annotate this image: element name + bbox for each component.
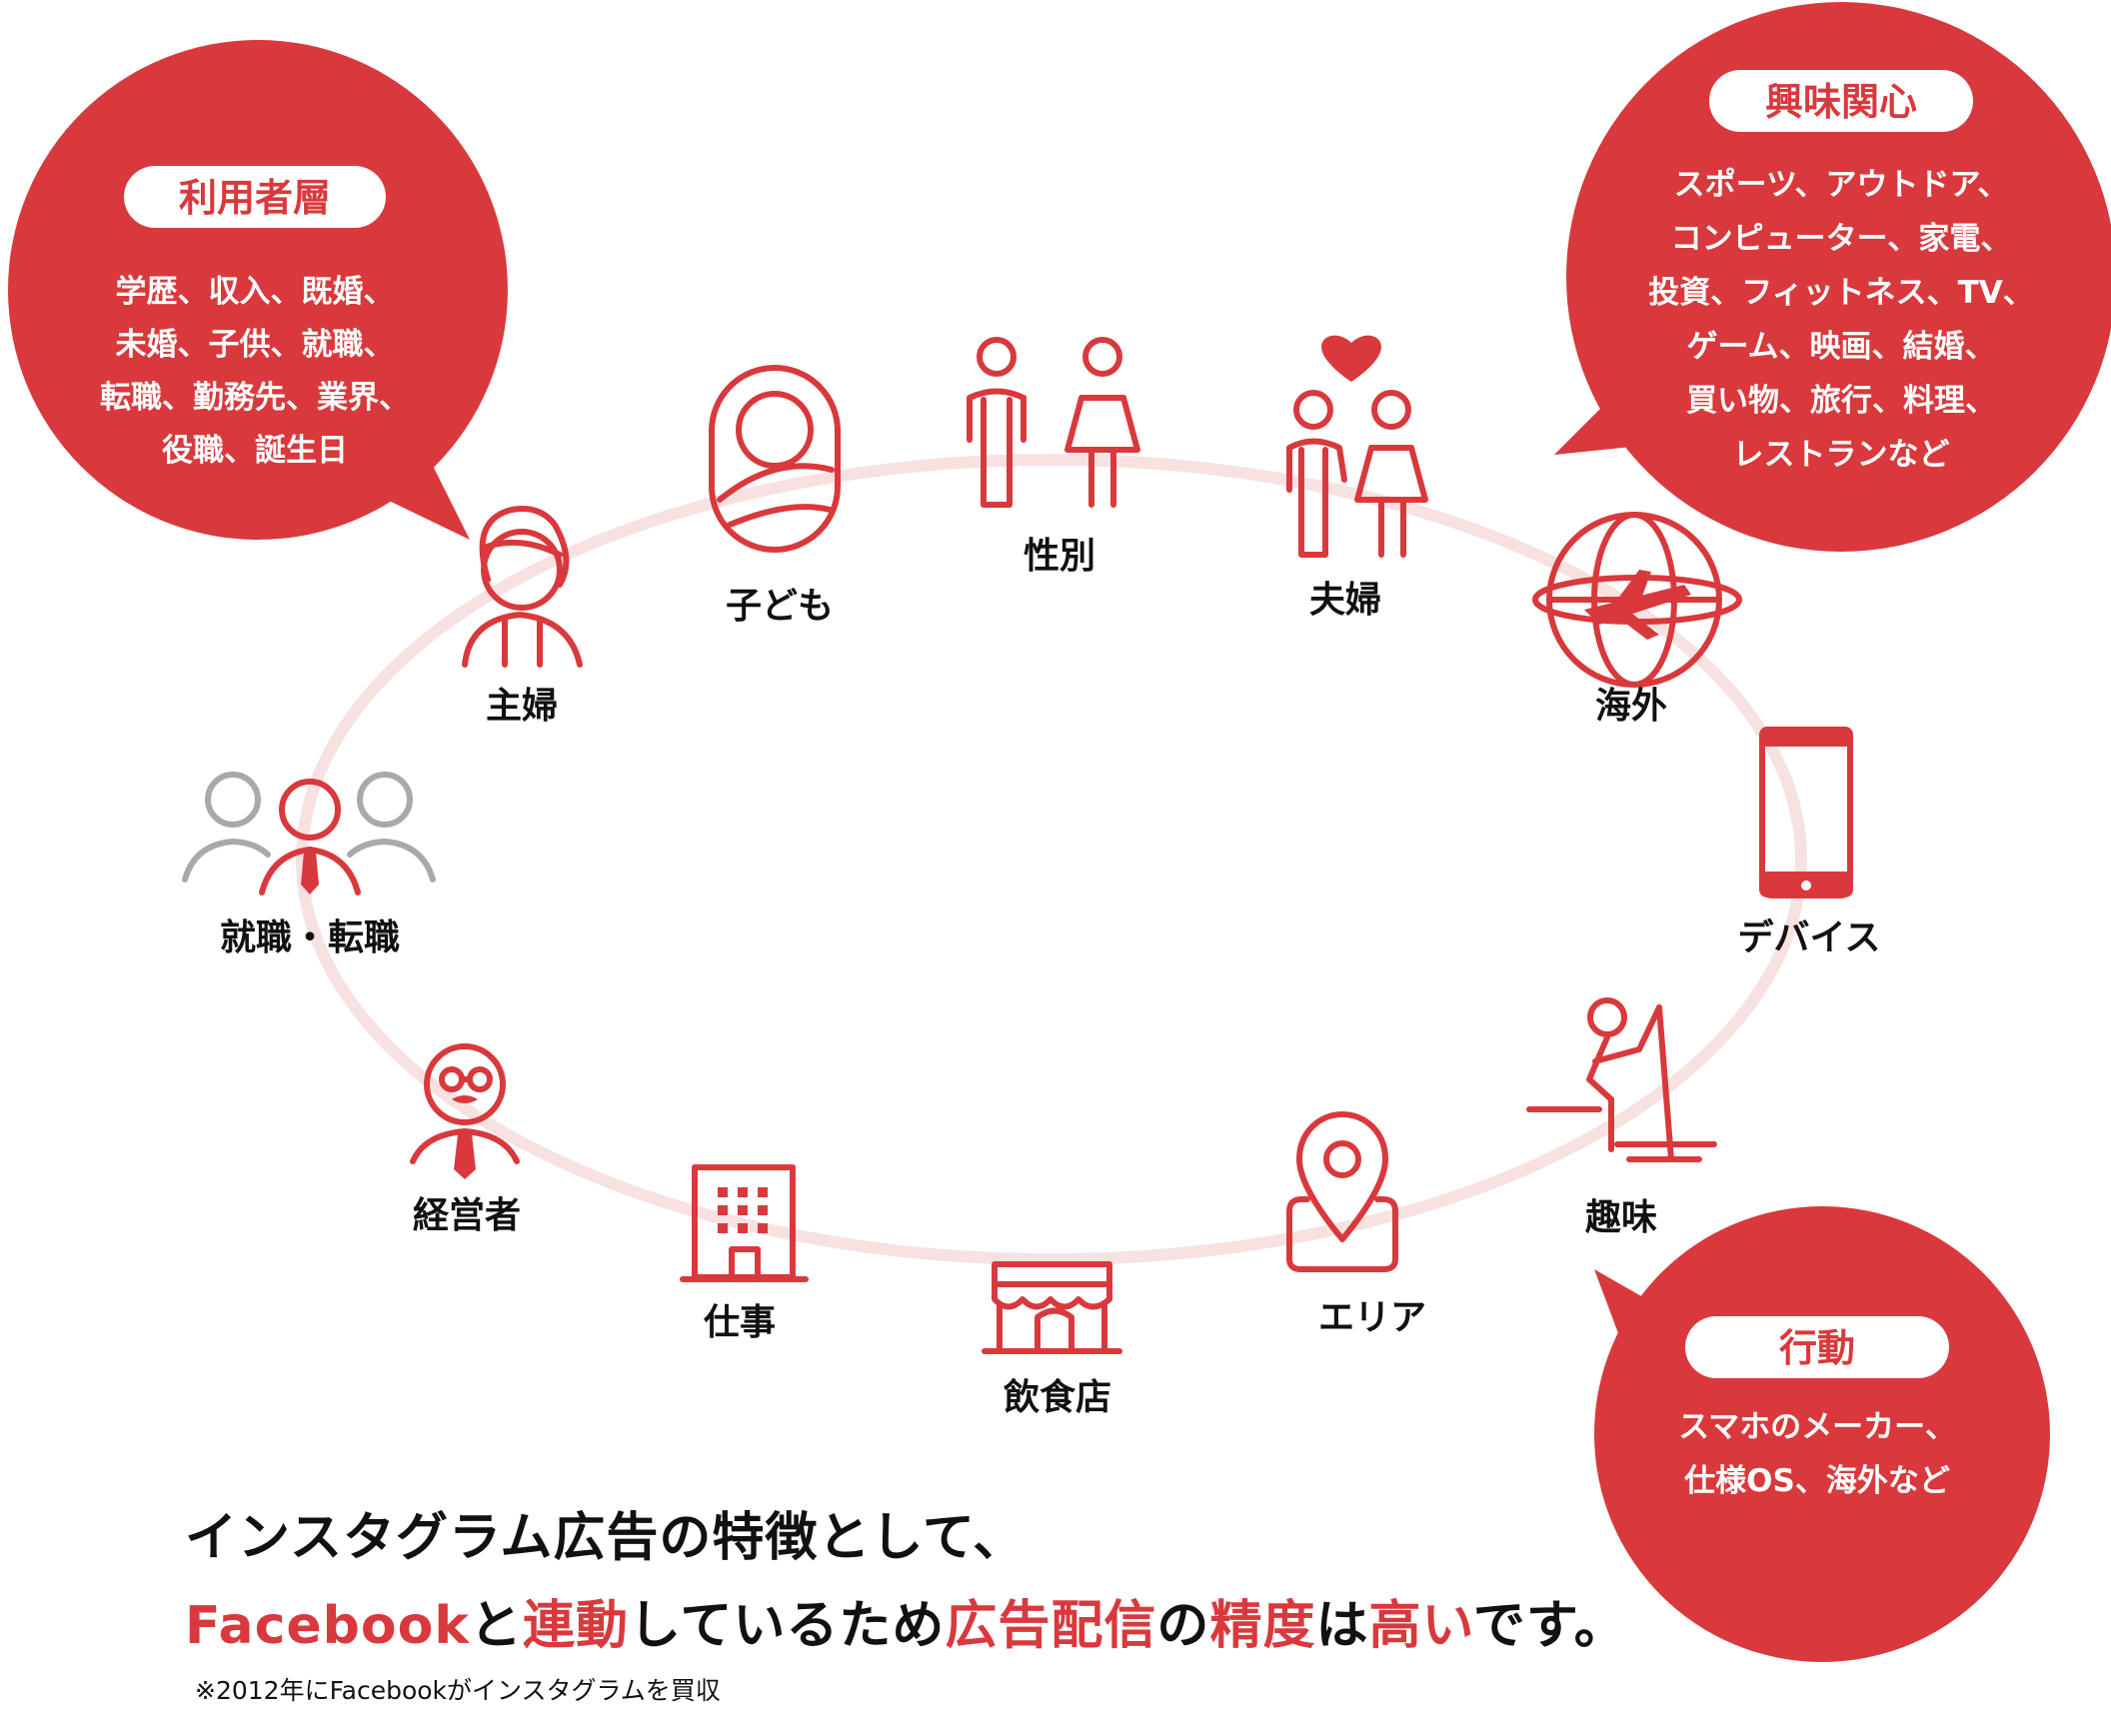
users-line-3: 転職、勤務先、業界、 — [100, 380, 410, 416]
node-overseas-label: 海外 — [1595, 686, 1667, 727]
storefront-icon — [982, 1261, 1122, 1354]
node-area: エリア — [1286, 1111, 1426, 1338]
users-bubble-circle — [8, 40, 508, 540]
node-executive-label: 経営者 — [413, 1195, 521, 1236]
users-tag — [124, 166, 386, 228]
headline-desu: です。 — [1472, 1596, 1627, 1656]
users-line-2: 未婚、子供、就職、 — [116, 327, 395, 363]
job-seekers-icon — [182, 772, 436, 895]
behavior-tag — [1685, 1316, 1949, 1378]
interests-line-4: ゲーム、映画、結婚、 — [1686, 329, 1995, 365]
node-overseas: 海外 — [1532, 512, 1742, 727]
node-couple: 夫婦 — [1286, 335, 1428, 621]
node-couple-label: 夫婦 — [1309, 580, 1381, 621]
interests-line-1: スポーツ、アウトドア、 — [1674, 167, 2009, 203]
headline-particle-no: の — [1156, 1596, 1210, 1656]
footnote: ※2012年にFacebookがインスタグラムを買収 — [195, 1676, 721, 1705]
node-housewife: 主婦 — [462, 506, 583, 727]
users-line-4: 役職、誕生日 — [162, 433, 348, 469]
interests-bubble-circle — [1566, 2, 2111, 552]
interests-line-2: コンピューター、家電、 — [1671, 221, 2012, 257]
couple-heart-icon — [1286, 335, 1428, 558]
interests-line-6: レストランなど — [1733, 437, 1950, 473]
node-work-label: 仕事 — [704, 1302, 776, 1343]
node-device-label: デバイス — [1738, 916, 1881, 958]
users-bubble: 利用者層 学歴、収入、既婚、 未婚、子供、就職、 転職、勤務先、業界、 役職、誕… — [8, 40, 508, 540]
connection-ring — [296, 454, 1807, 1265]
headline-facebook: Facebook — [185, 1596, 470, 1656]
behavior-line-2: 仕様OS、海外など — [1684, 1463, 1950, 1499]
headline-accuracy: 精度 — [1209, 1596, 1316, 1656]
users-line-1: 学歴、収入、既婚、 — [116, 274, 395, 310]
node-career-label: 就職・転職 — [220, 917, 400, 958]
node-area-label: エリア — [1318, 1297, 1426, 1338]
baby-icon — [709, 365, 841, 553]
interests-bubble: 興味関心 スポーツ、アウトドア、 コンピューター、家電、 投資、フィットネス、T… — [1554, 2, 2111, 552]
node-work: 仕事 — [680, 1164, 809, 1343]
interests-line-3: 投資、フィットネス、TV、 — [1648, 275, 2034, 311]
interests-tag — [1709, 70, 1973, 132]
node-gender: 性別 — [967, 337, 1140, 577]
smartphone-icon — [1759, 727, 1853, 898]
headline-high: 高い — [1368, 1596, 1473, 1656]
office-building-icon — [680, 1164, 809, 1282]
behavior-tag-label: 行動 — [1779, 1326, 1855, 1370]
fishing-icon — [1526, 997, 1717, 1162]
map-pin-icon — [1286, 1111, 1398, 1272]
headline-line-2: Facebookと連動しているため広告配信の精度は高いです。 — [185, 1583, 1627, 1658]
node-children-label: 子ども — [726, 586, 834, 627]
interests-line-5: 買い物、旅行、料理、 — [1686, 383, 1996, 419]
node-executive: 経営者 — [410, 1043, 521, 1236]
behavior-bubble: 行動 スマホのメーカー、 仕様OS、海外など — [1594, 1206, 2050, 1662]
headline-ad-delivery: 広告配信 — [945, 1596, 1157, 1656]
headline-because: しているため — [628, 1596, 946, 1656]
executive-icon — [410, 1043, 520, 1179]
man-woman-icon — [967, 337, 1140, 508]
node-children: 子ども — [709, 365, 841, 627]
headline-line-1: インスタグラム広告の特徴として、 — [185, 1508, 1027, 1568]
headline-linked: 連動 — [522, 1596, 629, 1656]
users-tag-label: 利用者層 — [179, 176, 331, 220]
node-hobby-label: 趣味 — [1585, 1197, 1657, 1238]
globe-airplane-icon — [1532, 512, 1742, 688]
node-career: 就職・転職 — [182, 772, 436, 958]
node-gender-label: 性別 — [1024, 536, 1095, 577]
node-restaurant: 飲食店 — [982, 1261, 1122, 1418]
node-device: デバイス — [1738, 727, 1881, 958]
node-hobby: 趣味 — [1526, 997, 1717, 1238]
headline-particle-to: と — [469, 1596, 523, 1656]
node-housewife-label: 主婦 — [486, 686, 558, 727]
housewife-icon — [462, 506, 583, 668]
interests-tag-label: 興味関心 — [1765, 80, 1917, 124]
behavior-line-1: スマホのメーカー、 — [1678, 1409, 1956, 1445]
node-restaurant-label: 飲食店 — [1004, 1377, 1111, 1418]
headline-particle-wa: は — [1315, 1596, 1369, 1656]
